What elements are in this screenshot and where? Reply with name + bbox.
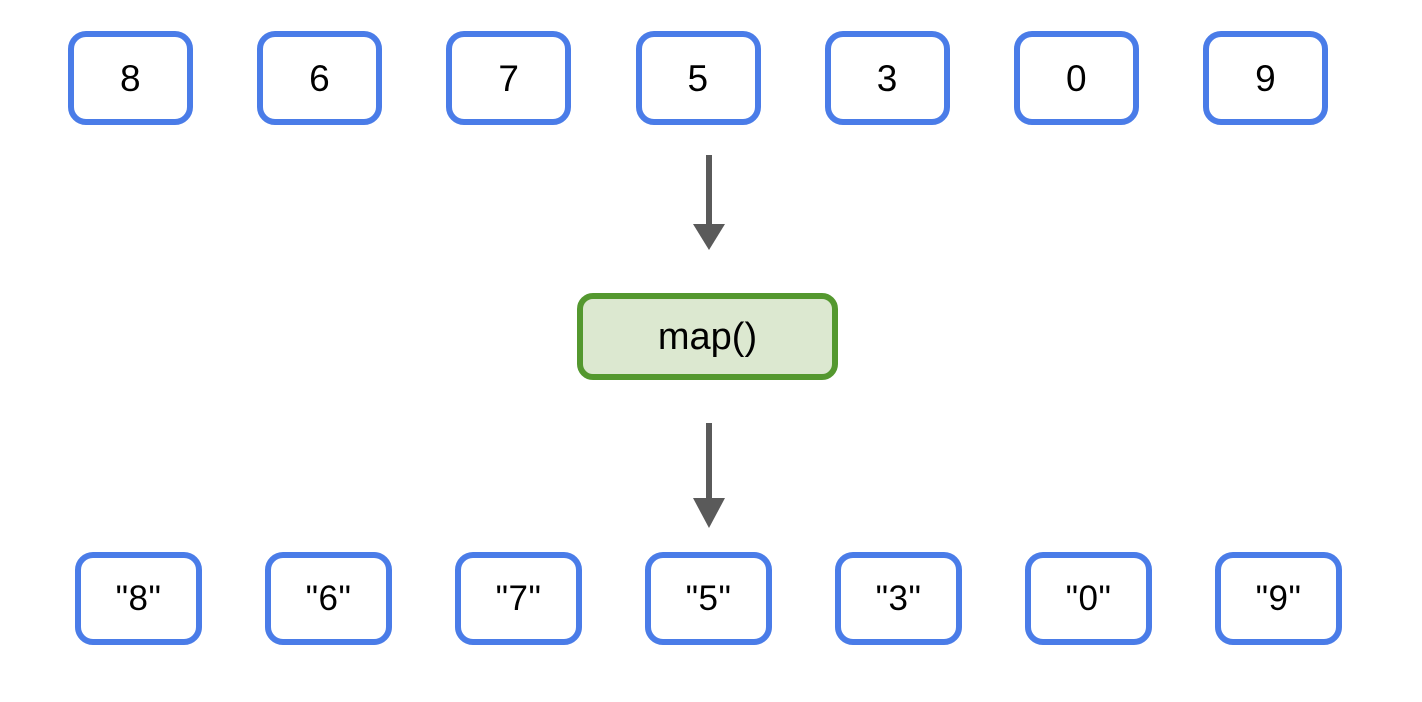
output-value-box-label: "5" — [685, 579, 732, 618]
input-value-box-label: 6 — [309, 57, 331, 99]
arrow-map-to-output — [693, 423, 725, 528]
output-value-box-label: "6" — [305, 579, 352, 618]
map-operation-box[interactable]: map() — [577, 293, 838, 380]
input-value-box-label: 7 — [498, 57, 520, 99]
input-value-box-label: 5 — [687, 57, 709, 99]
output-value-box-label: "8" — [115, 579, 162, 618]
arrow-head — [693, 224, 725, 250]
input-value-box-0[interactable]: 8 — [68, 31, 193, 125]
output-value-box-label: "9" — [1255, 579, 1302, 618]
input-value-box-label: 8 — [119, 57, 142, 99]
output-value-box-1[interactable]: "6" — [265, 552, 392, 645]
input-value-box-4[interactable]: 3 — [824, 31, 950, 125]
input-value-box-2[interactable]: 7 — [446, 31, 572, 125]
map-operation-label: map() — [657, 315, 758, 358]
arrow-input-to-map — [693, 155, 725, 250]
input-value-box-label: 0 — [1065, 57, 1088, 99]
input-value-box-label: 9 — [1255, 57, 1277, 99]
input-value-box-3[interactable]: 5 — [635, 31, 761, 125]
input-value-box-5[interactable]: 0 — [1014, 31, 1139, 125]
input-value-box-6[interactable]: 9 — [1203, 31, 1329, 125]
output-value-box-label: "0" — [1065, 579, 1112, 618]
input-value-box-label: 3 — [876, 57, 898, 99]
input-value-box-1[interactable]: 6 — [257, 31, 383, 125]
output-value-box-3[interactable]: "5" — [645, 552, 772, 645]
output-value-box-2[interactable]: "7" — [455, 552, 582, 645]
output-value-box-4[interactable]: "3" — [835, 552, 962, 645]
arrow-head — [693, 498, 725, 528]
output-value-box-6[interactable]: "9" — [1215, 552, 1342, 645]
output-value-box-label: "3" — [875, 579, 922, 618]
output-value-box-0[interactable]: "8" — [75, 552, 202, 645]
output-value-box-5[interactable]: "0" — [1025, 552, 1152, 645]
output-value-box-label: "7" — [495, 579, 542, 618]
